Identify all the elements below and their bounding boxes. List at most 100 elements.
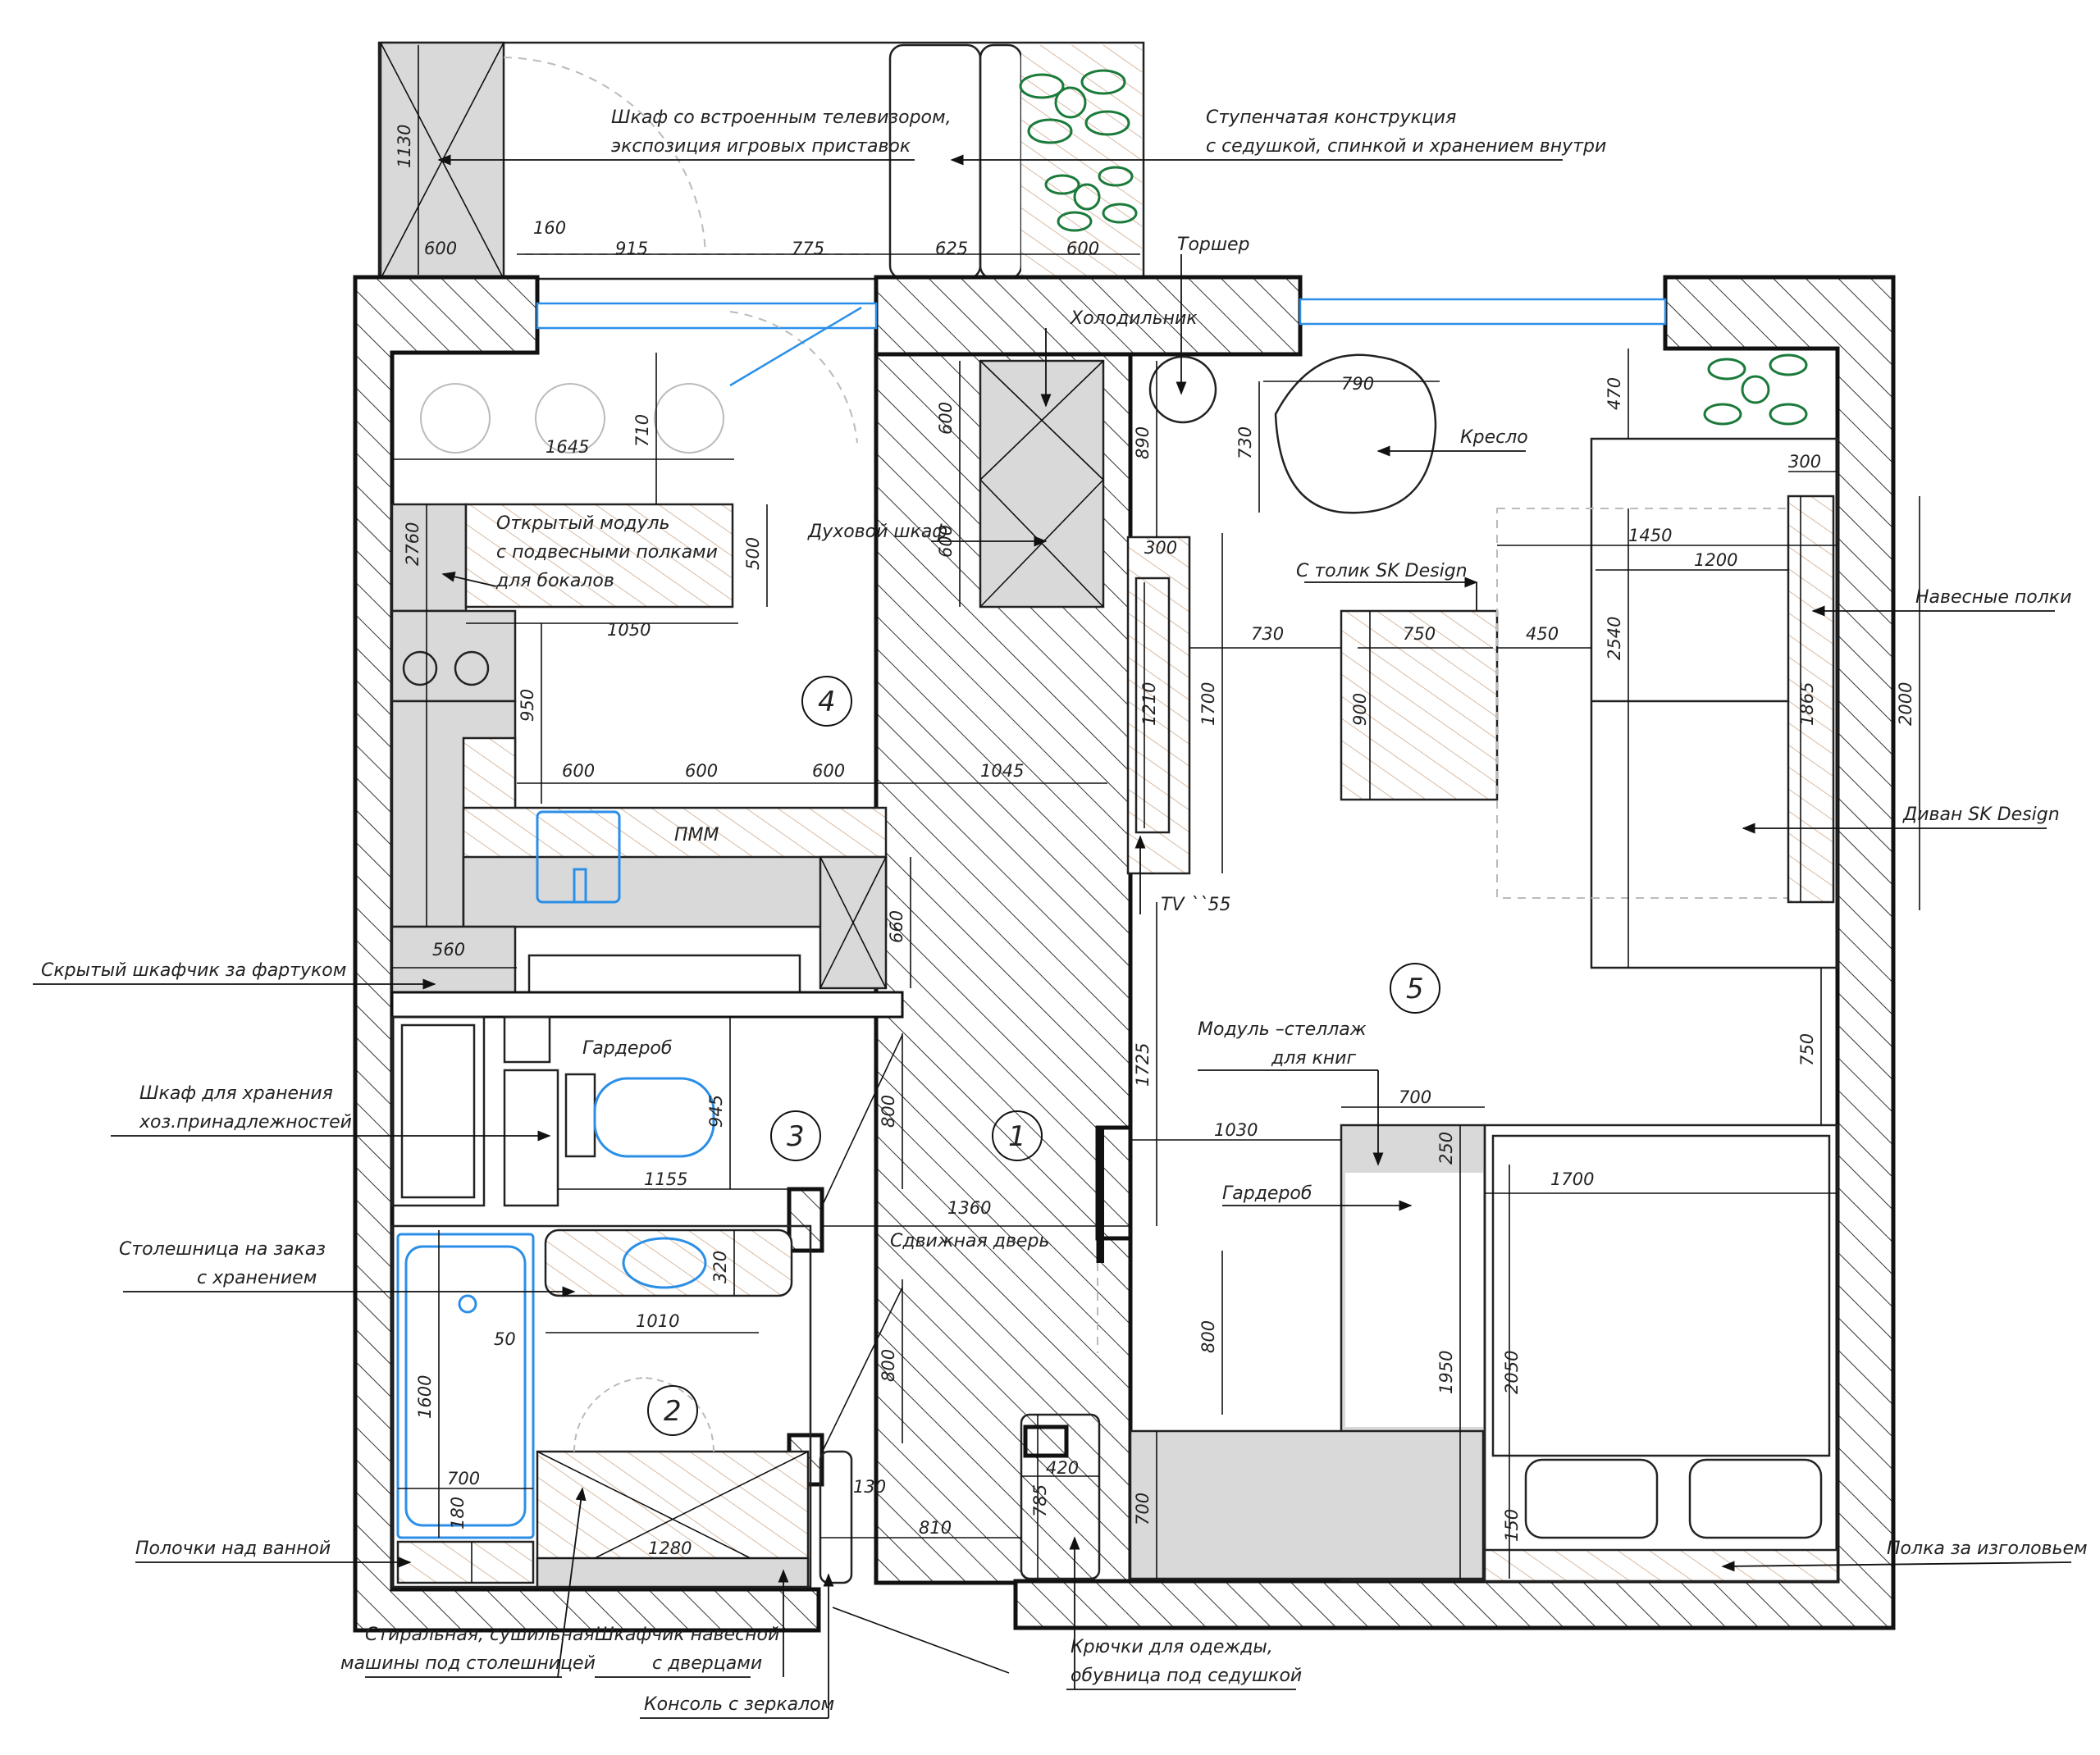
dim-label: 2050 xyxy=(1502,1351,1522,1394)
callout-headboard-shelf: Полка за изголовьем xyxy=(1887,1538,2088,1559)
dim-label: 1010 xyxy=(636,1311,679,1331)
dim-label: 1280 xyxy=(648,1538,692,1558)
open-module xyxy=(464,503,734,609)
callout-bookshelf-1: Модуль –стеллаж xyxy=(1198,1019,1367,1040)
living-room xyxy=(1126,353,1839,1583)
dim-label: 1865 xyxy=(1797,682,1817,726)
callout-open-module-1: Открытый модуль xyxy=(496,513,670,534)
dim-label: 300 xyxy=(1788,452,1821,472)
dim-label: 1645 xyxy=(546,437,589,457)
dim-label: 300 xyxy=(1144,538,1177,558)
coffee-table xyxy=(1340,609,1499,801)
callout-washer-1: Стиральная, сушильная xyxy=(365,1625,595,1645)
dim-label: 600 xyxy=(685,761,718,781)
dim-label: 1600 xyxy=(415,1375,435,1419)
hall xyxy=(819,1128,1104,1584)
dim-label: 320 xyxy=(710,1251,730,1283)
dim-label: 1700 xyxy=(1550,1169,1594,1189)
dim-label: 945 xyxy=(706,1095,726,1128)
room-number-1: 1 xyxy=(1008,1120,1026,1153)
balcony xyxy=(377,41,1145,280)
armchair xyxy=(1274,353,1437,514)
dim-label: 790 xyxy=(1341,374,1374,394)
floor-lamp-icon xyxy=(1148,355,1217,424)
dim-label: 800 xyxy=(1198,1320,1218,1353)
callout-wardrobe-large: Гардероб xyxy=(1222,1183,1312,1204)
callout-household-1: Шкаф для хранения xyxy=(139,1083,333,1104)
callout-wall-shelves: Навесные полки xyxy=(1915,587,2071,608)
dim-label: 470 xyxy=(1605,377,1624,410)
dim-label: 2760 xyxy=(403,522,422,566)
callout-wall-cabinet-1: Шкафчик навесной xyxy=(595,1625,779,1645)
dim-label: 800 xyxy=(879,1095,898,1128)
sofa xyxy=(1590,437,1839,969)
toilet-icon xyxy=(593,1077,715,1158)
callout-wardrobe-small: Гардероб xyxy=(582,1038,672,1059)
shoe-bench xyxy=(1020,1413,1101,1580)
callout-step-structure-2: с седушкой, спинкой и хранением внутри xyxy=(1206,136,1606,157)
dim-label: 1030 xyxy=(1214,1120,1258,1140)
hidden-cabinet xyxy=(390,925,517,994)
dim-label: 750 xyxy=(1797,1033,1817,1066)
callout-sliding-door: Сдвижная дверь xyxy=(890,1231,1049,1251)
callout-hooks-1: Крючки для одежды, xyxy=(1071,1637,1273,1657)
leader-lines xyxy=(33,154,2072,1719)
dim-label: 1725 xyxy=(1133,1043,1153,1087)
room-number-3: 3 xyxy=(787,1120,805,1153)
dim-label: 50 xyxy=(494,1329,516,1349)
dim-label: 1050 xyxy=(607,620,651,640)
dim-label: 710 xyxy=(632,414,652,447)
bathtub-icon xyxy=(396,1233,535,1539)
dim-label: 890 xyxy=(1133,426,1153,459)
dim-label: 660 xyxy=(887,910,906,943)
dim-label: 1950 xyxy=(1436,1351,1456,1394)
dim-label: 2540 xyxy=(1605,617,1624,660)
plant-icon xyxy=(1703,353,1808,426)
storage-room xyxy=(390,1015,715,1207)
callout-bookshelf-2: для книг xyxy=(1271,1048,1356,1069)
dim-label: 420 xyxy=(1046,1458,1079,1478)
dim-label: 775 xyxy=(792,239,824,258)
dim-label: 1200 xyxy=(1694,550,1737,570)
dim-label: 700 xyxy=(1399,1087,1431,1107)
room-5-circle xyxy=(1390,963,1440,1014)
callout-tv-cabinet-2: экспозиция игровых приставок xyxy=(611,136,911,157)
dim-label: 450 xyxy=(1526,624,1559,644)
dim-label: 600 xyxy=(424,239,457,258)
callout-step-structure-1: Ступенчатая конструкция xyxy=(1206,107,1456,128)
room-number-4: 4 xyxy=(818,686,836,718)
dim-label: 2000 xyxy=(1896,682,1915,726)
cooktop xyxy=(390,609,517,703)
dim-label: 160 xyxy=(533,218,566,238)
dim-label: 785 xyxy=(1030,1484,1050,1517)
dim-label: 600 xyxy=(936,402,956,435)
callout-bath-shelves: Полочки над ванной xyxy=(135,1538,331,1559)
dim-label: 1130 xyxy=(395,125,414,168)
callout-countertop-1: Столешница на заказ xyxy=(119,1239,326,1260)
dimension-lines xyxy=(392,45,1920,1583)
dim-label: 915 xyxy=(615,239,648,258)
room-number-5: 5 xyxy=(1406,973,1424,1005)
dim-label: 150 xyxy=(1502,1509,1522,1542)
dim-label: 800 xyxy=(879,1349,898,1382)
callout-sofa: Диван SK Design xyxy=(1902,805,2060,825)
dim-label: 130 xyxy=(853,1477,886,1497)
dim-label: 600 xyxy=(562,761,595,781)
room-number-2: 2 xyxy=(664,1395,682,1428)
bar-stools xyxy=(420,383,724,454)
dim-label: 1360 xyxy=(947,1198,991,1218)
dim-label: 250 xyxy=(1436,1132,1456,1165)
dim-label: 700 xyxy=(447,1469,480,1488)
callout-wall-cabinet-2: с дверцами xyxy=(652,1653,762,1674)
callout-tv-cabinet-1: Шкаф со встроенным телевизором, xyxy=(611,107,952,128)
callout-dishwasher: ПММ xyxy=(674,825,719,846)
dim-label: 600 xyxy=(936,525,956,558)
callout-console: Консоль с зеркалом xyxy=(644,1694,834,1715)
room-2-circle xyxy=(647,1385,698,1436)
dim-label: 500 xyxy=(743,537,763,570)
wall-shelves xyxy=(1787,495,1835,904)
dim-label: 730 xyxy=(1235,426,1255,459)
dim-label: 730 xyxy=(1251,624,1284,644)
